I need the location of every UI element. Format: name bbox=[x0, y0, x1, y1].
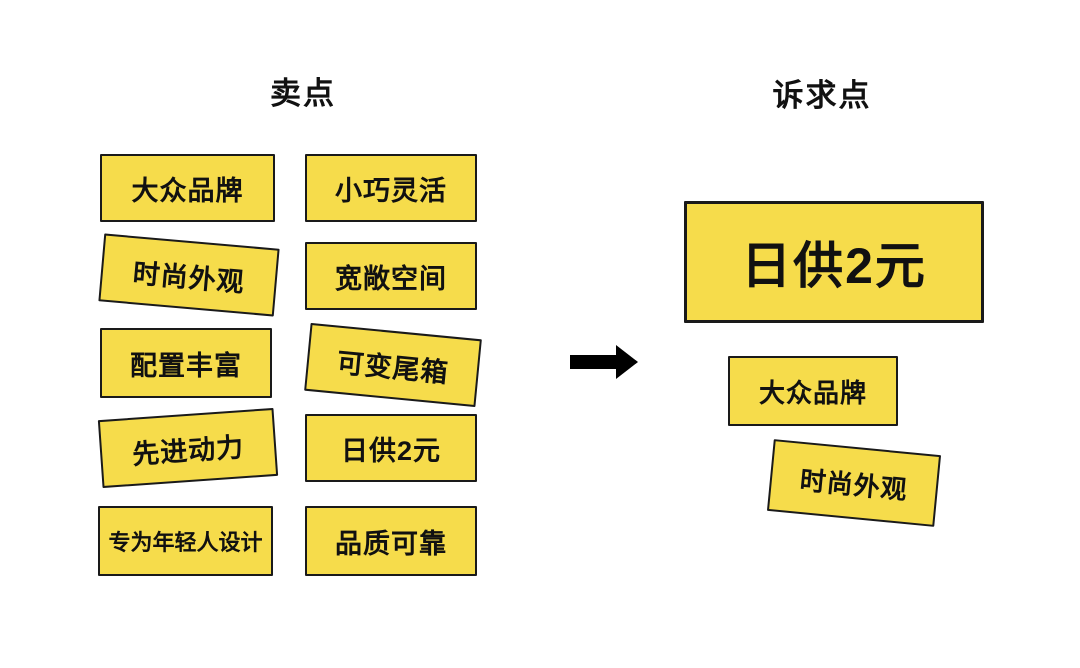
appeal-points-title: 诉求点 bbox=[772, 78, 872, 113]
selling-point-box-rich-config: 配置丰富 bbox=[100, 328, 272, 398]
selling-point-box-mass-brand: 大众品牌 bbox=[100, 154, 275, 222]
selling-point-box-stylish-look: 时尚外观 bbox=[98, 233, 280, 317]
selling-point-box-advanced-power: 先进动力 bbox=[97, 407, 279, 489]
selling-point-box-spacious: 宽敞空间 bbox=[305, 242, 477, 310]
selling-point-box-variable-trunk: 可变尾箱 bbox=[304, 322, 482, 408]
appeal-point-main-box: 日供2元 bbox=[684, 201, 984, 323]
right-arrow-icon bbox=[570, 345, 638, 379]
selling-point-box-compact-agile: 小巧灵活 bbox=[305, 154, 477, 222]
selling-points-title: 卖点 bbox=[270, 76, 336, 111]
appeal-point-box-mass-brand: 大众品牌 bbox=[728, 356, 898, 426]
selling-point-box-reliable-quality: 品质可靠 bbox=[305, 506, 477, 576]
appeal-point-box-stylish-look: 时尚外观 bbox=[766, 439, 942, 527]
selling-point-box-designed-for-youth: 专为年轻人设计 bbox=[98, 506, 273, 576]
selling-point-box-daily-2yuan: 日供2元 bbox=[305, 414, 477, 482]
